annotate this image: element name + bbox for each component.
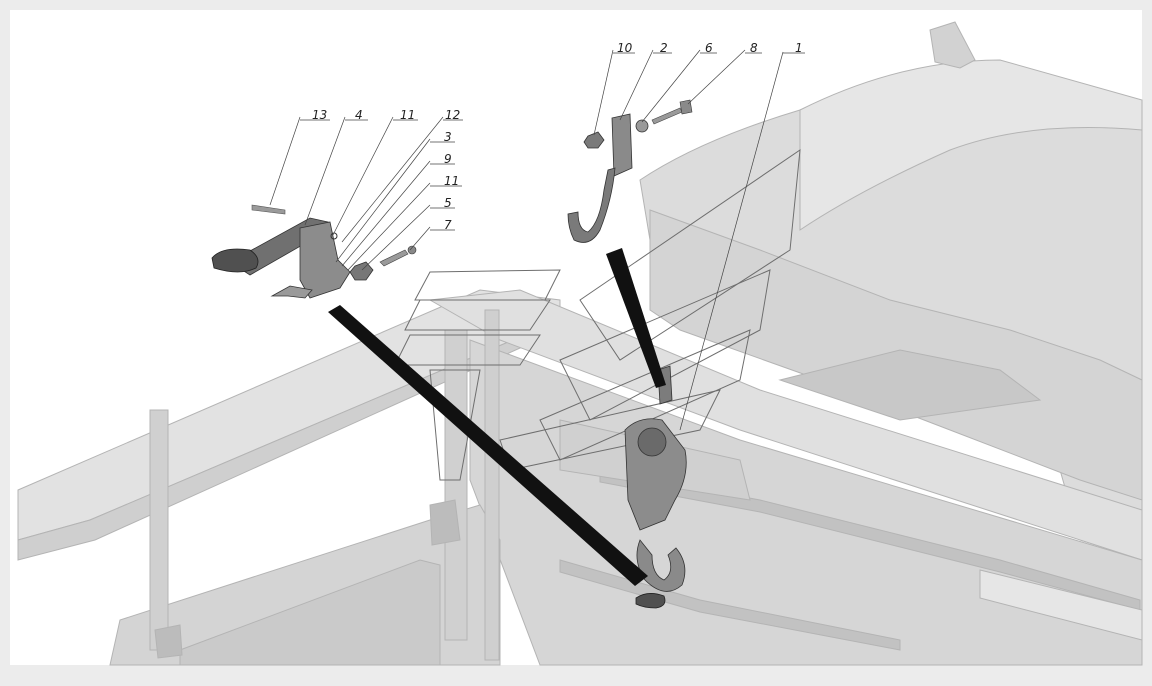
leader-5 (361, 204, 431, 271)
leader-6 (641, 49, 701, 123)
stake-2 (444, 329, 468, 641)
washer-6 (635, 119, 649, 133)
callout-6: 6 (705, 41, 713, 55)
cab-roof-top (799, 59, 1143, 231)
callout-9: 9 (444, 152, 452, 166)
installed-hitch (624, 365, 687, 609)
callout-7: 7 (444, 218, 452, 232)
leader-11b (347, 182, 431, 271)
stake-3 (484, 309, 500, 661)
logo-band-2 (404, 299, 551, 331)
leader-9 (341, 160, 431, 267)
front-board-slat-2 (559, 559, 901, 651)
end-board-panel (179, 559, 441, 666)
cab-window (778, 349, 1042, 421)
leader-10 (593, 49, 614, 136)
callout-12: 12 (445, 108, 460, 122)
pin-13 (251, 204, 286, 215)
latch-assembly (211, 204, 417, 299)
leader-11a (332, 116, 394, 236)
logo-stem (429, 369, 481, 481)
latch-handle-grip (211, 248, 259, 273)
nut-10 (583, 131, 605, 149)
bolt-7 (379, 249, 409, 267)
callout-2: 2 (660, 41, 668, 55)
leader-7 (409, 226, 431, 251)
hook-plate (611, 113, 633, 177)
callout-11-top: 11 (400, 108, 415, 122)
hook-assembly (567, 99, 693, 243)
leader-lines (269, 49, 784, 431)
front-board-top (428, 289, 1143, 561)
callout-3: 3 (444, 130, 452, 144)
arrow-latch (328, 305, 648, 586)
leader-4 (304, 116, 346, 226)
cab-beacon (929, 21, 976, 69)
stake-hinge (429, 499, 461, 546)
side-slat-right (979, 569, 1143, 641)
callout-11-mid: 11 (444, 174, 459, 188)
leader-2 (619, 49, 654, 121)
logo-swoosh-2 (559, 269, 771, 421)
callout-1: 1 (795, 41, 803, 55)
leader-13 (269, 116, 301, 206)
leader-3 (335, 138, 431, 263)
nut-5 (349, 261, 374, 281)
callout-ticks (300, 52, 805, 231)
callout-labels: 13 4 11 12 3 9 11 5 7 10 2 6 8 1 (312, 41, 803, 232)
arrow-hook (606, 248, 666, 388)
callout-10: 10 (617, 41, 633, 55)
installed-latch-grip (635, 593, 666, 609)
callout-5: 5 (444, 196, 452, 210)
assembly-arrows (328, 248, 666, 586)
callout-4: 4 (355, 108, 363, 122)
installed-hitch-wheel (637, 427, 667, 457)
hook-body (567, 167, 616, 243)
stake-1 (149, 409, 169, 651)
logo-band-3 (394, 334, 541, 366)
leader-1 (679, 51, 784, 431)
leader-12 (341, 116, 444, 243)
callout-8: 8 (750, 41, 758, 55)
stake-hinge-lower (154, 624, 183, 659)
latch-claw (270, 285, 313, 299)
callout-13: 13 (312, 108, 327, 122)
logo-swoosh-3 (539, 329, 751, 461)
latch-bracket (299, 221, 351, 299)
bolt-7-head (407, 245, 417, 255)
leader-8 (687, 49, 746, 105)
